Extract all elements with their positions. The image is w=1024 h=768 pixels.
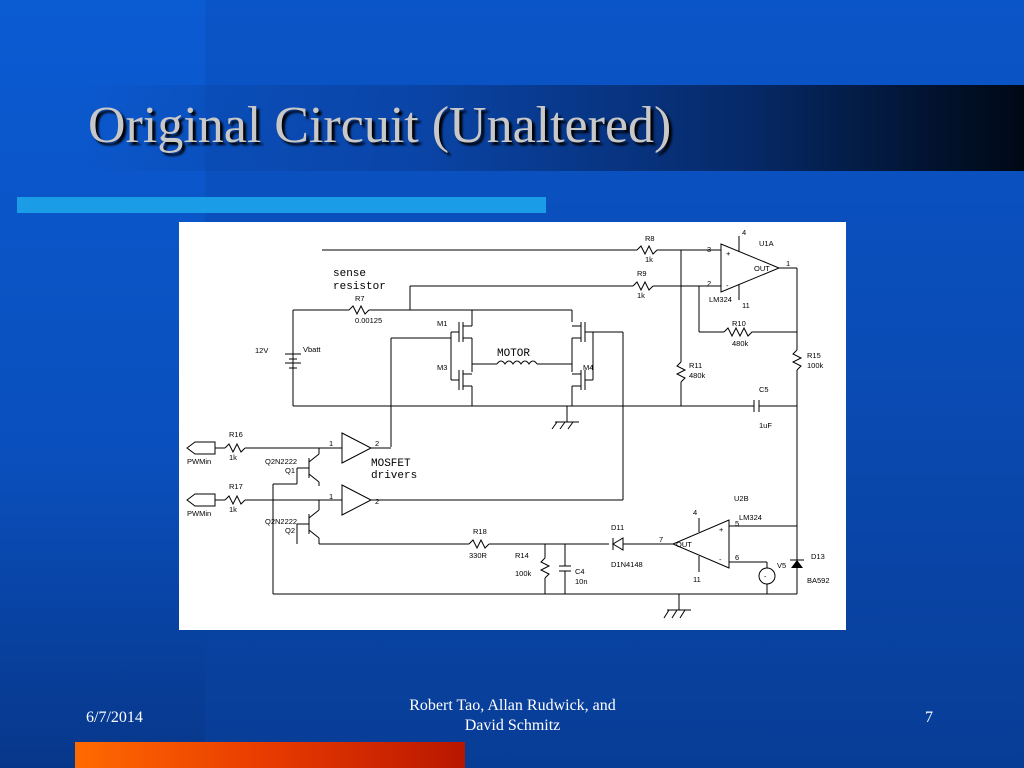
vbatt-value: 12V — [255, 346, 268, 355]
q2-ref: Q2 — [285, 526, 295, 535]
m1-ref: M1 — [437, 319, 447, 328]
voltage-source-v5: - V5 — [758, 561, 786, 585]
opamp-u1a: + - OUT U1A LM324 3 2 1 4 11 — [707, 228, 790, 310]
u1a-pin-out: 1 — [786, 259, 790, 268]
u2b-pin-out: 7 — [659, 535, 663, 544]
u2b-part: LM324 — [739, 513, 762, 522]
c4-ref: C4 — [575, 567, 585, 576]
r11-ref: R11 — [689, 361, 702, 370]
svg-text:+: + — [726, 249, 731, 258]
u2b-pin-v11: 11 — [693, 575, 701, 584]
footer-page-number: 7 — [925, 709, 933, 726]
c5-ref: C5 — [759, 385, 769, 394]
motor-label: MOTOR — [497, 348, 530, 360]
r7-ref: R7 — [355, 294, 365, 303]
r14-ref: R14 — [515, 551, 529, 560]
r16-value: 1k — [229, 453, 237, 462]
svg-text:-: - — [719, 555, 722, 564]
buf2-pin-out: 2 — [375, 497, 379, 506]
mosfet-m2 — [572, 322, 593, 342]
vbatt-ref: Vbatt — [303, 345, 321, 354]
r18-ref: R18 — [473, 527, 487, 536]
pwm-input-port-2 — [186, 493, 216, 507]
buf2-pin-in: 1 — [329, 492, 333, 501]
footer-author-line-2: David Schmitz — [464, 717, 561, 734]
resistor-label: resistor — [333, 281, 386, 293]
transistor-q1: Q2N2222 Q1 — [265, 448, 320, 483]
r16-ref: R16 — [229, 430, 243, 439]
r9-value: 1k — [637, 291, 645, 300]
d11-part: D1N4148 — [611, 560, 643, 569]
svg-text:-: - — [764, 572, 767, 581]
circuit-schematic-image: + - OUT U1A LM324 3 2 1 4 11 — [179, 222, 846, 630]
m3-ref: M3 — [437, 363, 447, 372]
u2b-ref: U2B — [734, 494, 749, 503]
u2b-pin-minus: 6 — [735, 553, 739, 562]
u1a-pin-v11: 11 — [742, 301, 750, 310]
buf1-pin-out: 2 — [375, 439, 379, 448]
r11-value: 480k — [689, 371, 706, 380]
u2b-out: OUT — [676, 540, 692, 549]
diode-d11: D11 D1N4148 — [611, 523, 643, 569]
r14-value: 100k — [515, 569, 532, 578]
accent-line — [17, 197, 546, 213]
svg-text:+: + — [719, 525, 724, 534]
c5-value: 1uF — [759, 421, 772, 430]
pwm-in-1-label: PWMin — [187, 457, 211, 466]
u1a-out: OUT — [754, 264, 770, 273]
m4-ref: M4 — [583, 363, 593, 372]
footer-date: 6/7/2014 — [86, 709, 143, 726]
circuit-schematic: + - OUT U1A LM324 3 2 1 4 11 — [186, 228, 830, 619]
q1-part: Q2N2222 — [265, 457, 297, 466]
d11-ref: D11 — [611, 523, 624, 532]
r15-value: 100k — [807, 361, 824, 370]
diode-d13: D13 BA592 — [790, 552, 830, 585]
r8-ref: R8 — [645, 234, 655, 243]
slide-title: Original Circuit (Unaltered) — [88, 97, 672, 154]
pwm-in-2-label: PWMin — [187, 509, 211, 518]
r17-value: 1k — [229, 505, 237, 514]
pwm-input-port-1 — [186, 441, 216, 455]
q2-part: Q2N2222 — [265, 517, 297, 526]
drivers-label: drivers — [371, 470, 417, 482]
mosfet-m4: M4 — [572, 363, 593, 390]
mosfet-m1: M1 — [437, 319, 473, 342]
footer-authors: Robert Tao, Allan Rudwick, and David Sch… — [360, 696, 665, 736]
v5-ref: V5 — [777, 561, 786, 570]
r18-value: 330R — [469, 551, 488, 560]
q1-ref: Q1 — [285, 466, 295, 475]
r7-value: 0.00125 — [355, 316, 382, 325]
r10-value: 480k — [732, 339, 749, 348]
r8-value: 1k — [645, 255, 653, 264]
d13-ref: D13 — [811, 552, 825, 561]
r15-ref: R15 — [807, 351, 821, 360]
u1a-pin-minus: 2 — [707, 279, 711, 288]
sense-label: sense — [333, 268, 366, 280]
r17-ref: R17 — [229, 482, 243, 491]
u2b-pin-plus: 5 — [735, 519, 739, 528]
mosfet-label: MOSFET — [371, 458, 411, 470]
r10-ref: R10 — [732, 319, 746, 328]
title-bar-background — [80, 85, 1024, 171]
opamp-u2b: + - OUT U2B LM324 5 6 7 4 11 — [659, 494, 762, 584]
buf1-pin-in: 1 — [329, 439, 333, 448]
transistor-q2: Q2N2222 Q2 — [265, 500, 320, 539]
r9-ref: R9 — [637, 269, 647, 278]
u2b-pin-v4: 4 — [693, 508, 697, 517]
u1a-part: LM324 — [709, 295, 732, 304]
d13-part: BA592 — [807, 576, 830, 585]
svg-text:-: - — [726, 281, 729, 290]
mosfet-m3: M3 — [437, 363, 472, 390]
u1a-ref: U1A — [759, 239, 774, 248]
footer-author-line-1: Robert Tao, Allan Rudwick, and — [409, 697, 616, 714]
c4-value: 10n — [575, 577, 588, 586]
battery-vbatt: Vbatt 12V — [255, 345, 321, 369]
bottom-accent-bar — [75, 742, 465, 768]
u1a-pin-v4: 4 — [742, 228, 746, 237]
